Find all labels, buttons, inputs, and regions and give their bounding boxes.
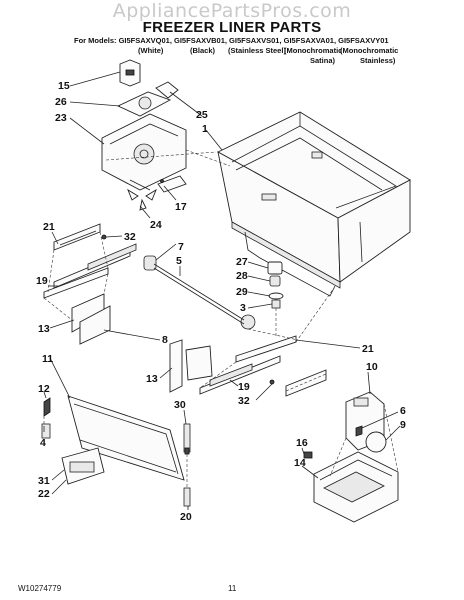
finish-mono-satina-2: Satina) <box>310 56 336 65</box>
center-small-parts <box>267 261 284 309</box>
page-title: FREEZER LINER PARTS <box>142 19 322 36</box>
callout-30: 30 <box>174 399 186 411</box>
callout-10: 10 <box>366 361 378 373</box>
finish-white: (White) <box>138 46 164 55</box>
callout-labels: 15 26 23 25 1 17 24 21 32 7 5 19 13 8 27… <box>36 80 406 523</box>
watermark: AppliancePartsPros.com <box>112 0 352 22</box>
callout-4: 4 <box>40 437 46 449</box>
callout-6: 6 <box>400 405 406 417</box>
callout-32-right: 32 <box>238 395 250 407</box>
callout-7: 7 <box>178 241 184 253</box>
finish-mono-stainless-1: (Monochromatic <box>340 46 399 55</box>
callout-1: 1 <box>202 123 208 135</box>
light-housing-assembly <box>303 391 399 523</box>
callout-32-left: 32 <box>124 231 136 243</box>
finish-mono-satina-1: (Monochromatic <box>284 46 343 55</box>
footer-doc-number: W10274779 <box>18 584 62 593</box>
models-line: For Models: GI5FSAXVQ01, GI5FSAXVB01, GI… <box>74 36 389 45</box>
callout-29: 29 <box>236 286 248 298</box>
finish-black: (Black) <box>190 46 216 55</box>
callout-5: 5 <box>176 255 182 267</box>
callout-24: 24 <box>150 219 162 231</box>
callout-8: 8 <box>162 334 168 346</box>
callout-20: 20 <box>180 511 192 523</box>
callout-31: 31 <box>38 475 50 487</box>
finish-mono-stainless-2: Stainless) <box>360 56 396 65</box>
callout-9: 9 <box>400 419 406 431</box>
footer-page-number: 11 <box>228 584 237 593</box>
callout-23: 23 <box>55 112 67 124</box>
alignment-lines <box>43 149 399 488</box>
callout-26: 26 <box>55 96 67 108</box>
callout-15: 15 <box>58 80 70 92</box>
finish-stainless-steel: (Stainless Steel) <box>228 46 286 55</box>
callout-12: 12 <box>38 383 50 395</box>
callout-16: 16 <box>296 437 308 449</box>
freezer-liner <box>217 111 411 297</box>
callout-28: 28 <box>236 270 248 282</box>
callout-17: 17 <box>175 201 187 213</box>
callout-21-right: 21 <box>362 343 374 355</box>
right-slide-rails <box>199 335 327 397</box>
callout-21-left: 21 <box>43 221 55 233</box>
left-slide-rails <box>43 223 256 393</box>
leader-lines <box>43 71 401 510</box>
callout-13-right: 13 <box>146 373 158 385</box>
callout-27: 27 <box>236 256 248 268</box>
callout-19-right: 19 <box>238 381 250 393</box>
callout-3: 3 <box>240 302 246 314</box>
callout-13-left: 13 <box>38 323 50 335</box>
lower-cover-assembly <box>41 395 191 507</box>
callout-22: 22 <box>38 488 50 500</box>
callout-11: 11 <box>42 353 53 365</box>
callout-14: 14 <box>294 457 306 469</box>
fan-motor-assembly <box>101 59 187 211</box>
callout-25: 25 <box>196 109 208 121</box>
callout-19-left: 19 <box>36 275 48 287</box>
